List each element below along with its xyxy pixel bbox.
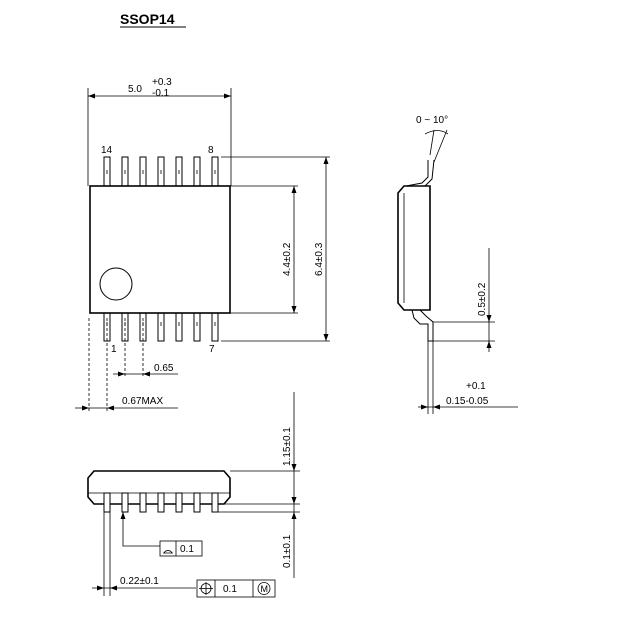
- arrowhead: [323, 334, 329, 341]
- arrowhead: [486, 315, 492, 322]
- width-tol-minus-label: -0.1: [152, 88, 170, 99]
- height-label: 1.15±0.1: [282, 427, 293, 466]
- front-lead: [211, 492, 219, 513]
- arrowhead: [291, 497, 297, 504]
- side-lead-bottom: [411, 309, 434, 342]
- arrowhead: [88, 93, 95, 99]
- arrowhead: [421, 404, 428, 410]
- drawing-title: SSOP14: [120, 11, 175, 27]
- angle-label: 0 ~ 10°: [416, 115, 448, 126]
- coplanarity-leader: [122, 512, 160, 547]
- pin1-marker: [99, 267, 133, 301]
- arrowhead: [118, 371, 125, 377]
- bottom-lead: [157, 312, 165, 342]
- width-tol-plus-label: +0.3: [152, 77, 172, 88]
- front-lead: [103, 492, 111, 513]
- angle-leader: [429, 129, 435, 156]
- arrowhead: [82, 405, 89, 411]
- bottom-lead: [193, 312, 201, 342]
- angle-arc: [424, 130, 449, 135]
- side-view: 0 ~ 10° 0.5±0.2 +0.1 0.15-0.05: [397, 115, 518, 414]
- arrowhead: [291, 186, 297, 193]
- front-lead: [121, 492, 129, 513]
- top-view: 5.0 +0.3 -0.1 14 8 1 7 4.4±0.2 6.4±0.3: [75, 77, 330, 412]
- mmc-label: M: [261, 584, 269, 594]
- front-lead: [139, 492, 147, 513]
- arrowhead: [97, 585, 104, 591]
- bottom-lead: [211, 312, 219, 342]
- front-leads: [103, 492, 219, 513]
- position-tolerance-label: 0.1: [223, 584, 237, 595]
- side-body: [397, 185, 431, 311]
- arrowhead: [120, 512, 126, 519]
- bottom-lead: [139, 312, 147, 342]
- standoff-label: 0.1±0.1: [282, 534, 293, 568]
- bottom-leads: [103, 312, 219, 342]
- width-nominal-label: 5.0: [128, 84, 142, 95]
- pin-label-1: 1: [111, 344, 117, 355]
- overhang-label: 0.67MAX: [122, 396, 163, 407]
- front-view: 1.15±0.1 0.1±0.1 0.22±0.1 0.1 0.1 M: [87, 392, 300, 598]
- side-lead-top: [405, 159, 435, 187]
- bottom-lead: [175, 312, 183, 342]
- arrowhead: [224, 93, 231, 99]
- arrowhead: [291, 306, 297, 313]
- coplanarity-frame: [159, 540, 203, 557]
- pin-label-8: 8: [208, 145, 214, 156]
- body-width-label: 4.4±0.2: [282, 242, 293, 276]
- position-tolerance-frame: [196, 579, 276, 598]
- lead-length-label: 0.5±0.2: [477, 282, 488, 316]
- overall-width-label: 6.4±0.3: [314, 242, 325, 276]
- arrowhead: [323, 157, 329, 164]
- arrowhead: [291, 464, 297, 471]
- bottom-lead: [121, 312, 129, 342]
- arrowhead: [107, 405, 114, 411]
- thickness-label: 0.15-0.05: [446, 396, 489, 407]
- mmc-circle-icon: [257, 582, 271, 595]
- coplanarity-icon: [163, 550, 173, 554]
- arrowhead: [110, 585, 117, 591]
- pin-label-14: 14: [101, 145, 113, 156]
- coplanarity-label: 0.1: [180, 544, 194, 555]
- arrowhead: [486, 341, 492, 348]
- angle-leader: [433, 129, 448, 163]
- pitch-label: 0.65: [154, 363, 174, 374]
- bottom-lead: [103, 312, 111, 342]
- arrowhead: [143, 371, 150, 377]
- front-lead: [157, 492, 165, 513]
- arrowhead: [433, 404, 440, 410]
- lead-width-label: 0.22±0.1: [120, 576, 159, 587]
- pin-label-7: 7: [209, 344, 215, 355]
- arrowhead: [291, 512, 297, 519]
- thickness-tol-label: +0.1: [466, 381, 486, 392]
- front-lead: [175, 492, 183, 513]
- top-leads: [103, 156, 219, 187]
- front-lead: [193, 492, 201, 513]
